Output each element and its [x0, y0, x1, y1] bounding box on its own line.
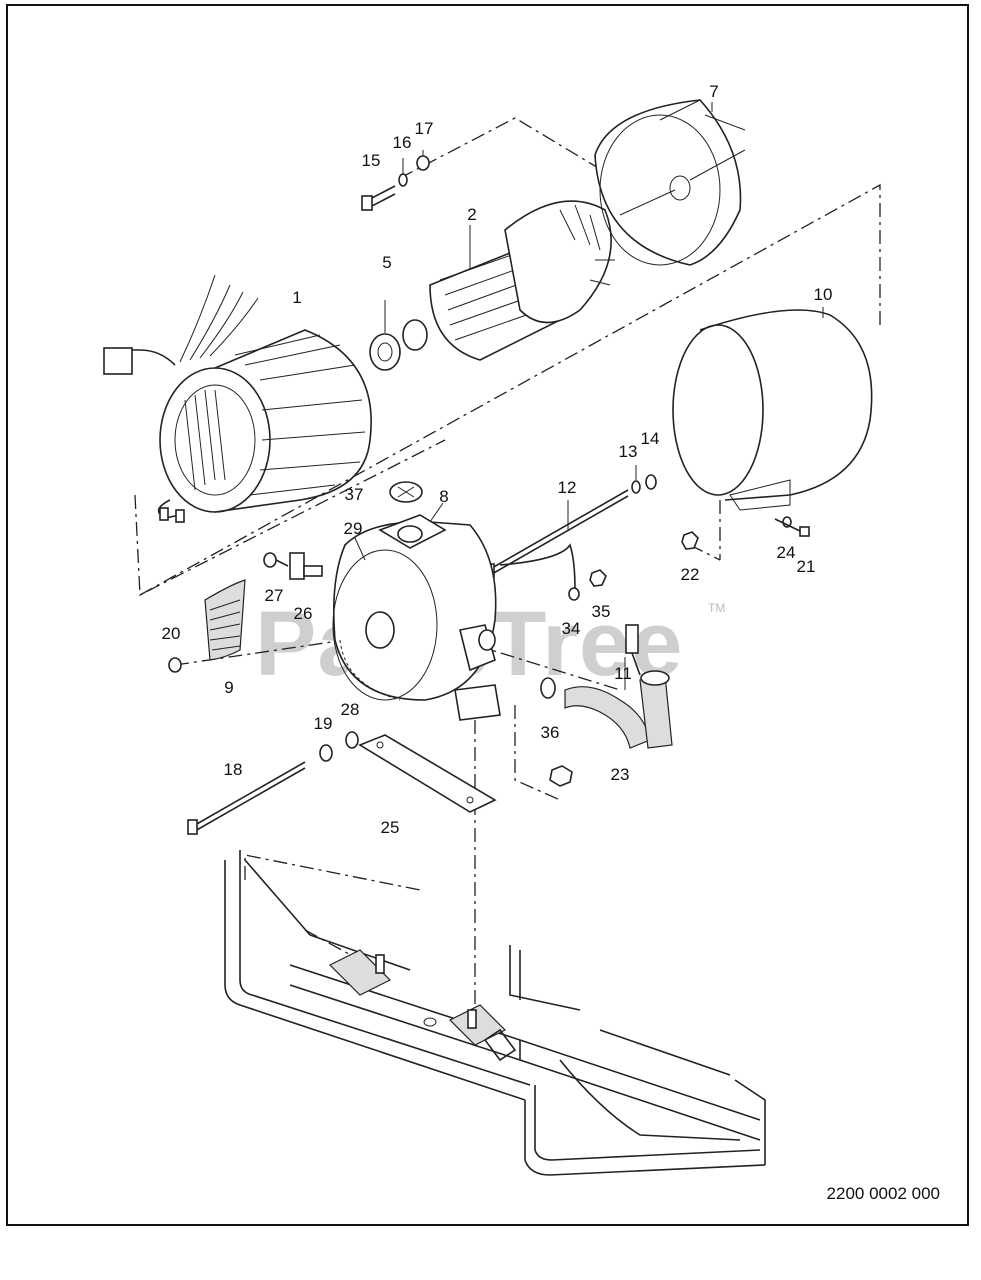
nut-23-part — [549, 765, 573, 787]
stator-part — [103, 274, 372, 523]
rotor-part — [402, 200, 615, 361]
end-housing-part — [332, 502, 501, 721]
long-bolt-set — [187, 731, 359, 835]
screw-20-part — [168, 657, 182, 673]
callout-5: 5 — [382, 253, 391, 272]
callout-25: 25 — [381, 818, 400, 837]
bearing-part — [369, 300, 401, 371]
callout-20: 20 — [162, 624, 181, 643]
hose-assembly-part — [540, 624, 673, 749]
callout-29: 29 — [344, 519, 363, 538]
callout-22: 22 — [681, 565, 700, 584]
switch-screw-set — [263, 552, 323, 580]
callout-10: 10 — [814, 285, 833, 304]
callout-17: 17 — [415, 119, 434, 138]
callout-16: 16 — [393, 133, 412, 152]
callout-35: 35 — [592, 602, 611, 621]
watermark-trademark: TM — [708, 601, 725, 615]
callout-9: 9 — [224, 678, 233, 697]
callout-labels: 1 2 5 7 8 9 10 11 12 13 14 15 16 17 18 1… — [162, 82, 833, 837]
callout-8: 8 — [439, 487, 448, 506]
drawing-number: 2200 0002 000 — [827, 1184, 940, 1203]
fan-cover-part — [594, 99, 746, 266]
nut-screw-set — [681, 516, 810, 550]
callout-1: 1 — [292, 288, 301, 307]
callout-34: 34 — [562, 619, 581, 638]
callout-27: 27 — [265, 586, 284, 605]
callout-11: 11 — [614, 664, 632, 683]
washer-pair — [631, 465, 657, 494]
shield-part — [204, 579, 246, 661]
callout-7: 7 — [709, 82, 718, 101]
bracket-part — [358, 734, 497, 813]
bolt-washer-set — [361, 150, 430, 211]
callout-18: 18 — [224, 760, 243, 779]
cylinder-cover-part — [672, 307, 873, 511]
callout-14: 14 — [641, 429, 660, 448]
callout-19: 19 — [314, 714, 333, 733]
callout-36: 36 — [541, 723, 560, 742]
callout-23: 23 — [611, 765, 630, 784]
assembly-guide-lines — [134, 117, 881, 1010]
callout-13: 13 — [619, 442, 638, 461]
callout-28: 28 — [341, 700, 360, 719]
frame-part — [224, 850, 766, 1176]
callout-26: 26 — [294, 604, 313, 623]
callout-24: 24 — [777, 543, 796, 562]
callout-37: 37 — [345, 485, 364, 504]
diagram-frame — [6, 4, 969, 1226]
callout-2: 2 — [467, 205, 476, 224]
cap-part — [389, 481, 423, 503]
callout-15: 15 — [362, 151, 381, 170]
wire-clamp-set — [499, 543, 607, 601]
callout-12: 12 — [558, 478, 577, 497]
callout-21: 21 — [797, 557, 816, 576]
